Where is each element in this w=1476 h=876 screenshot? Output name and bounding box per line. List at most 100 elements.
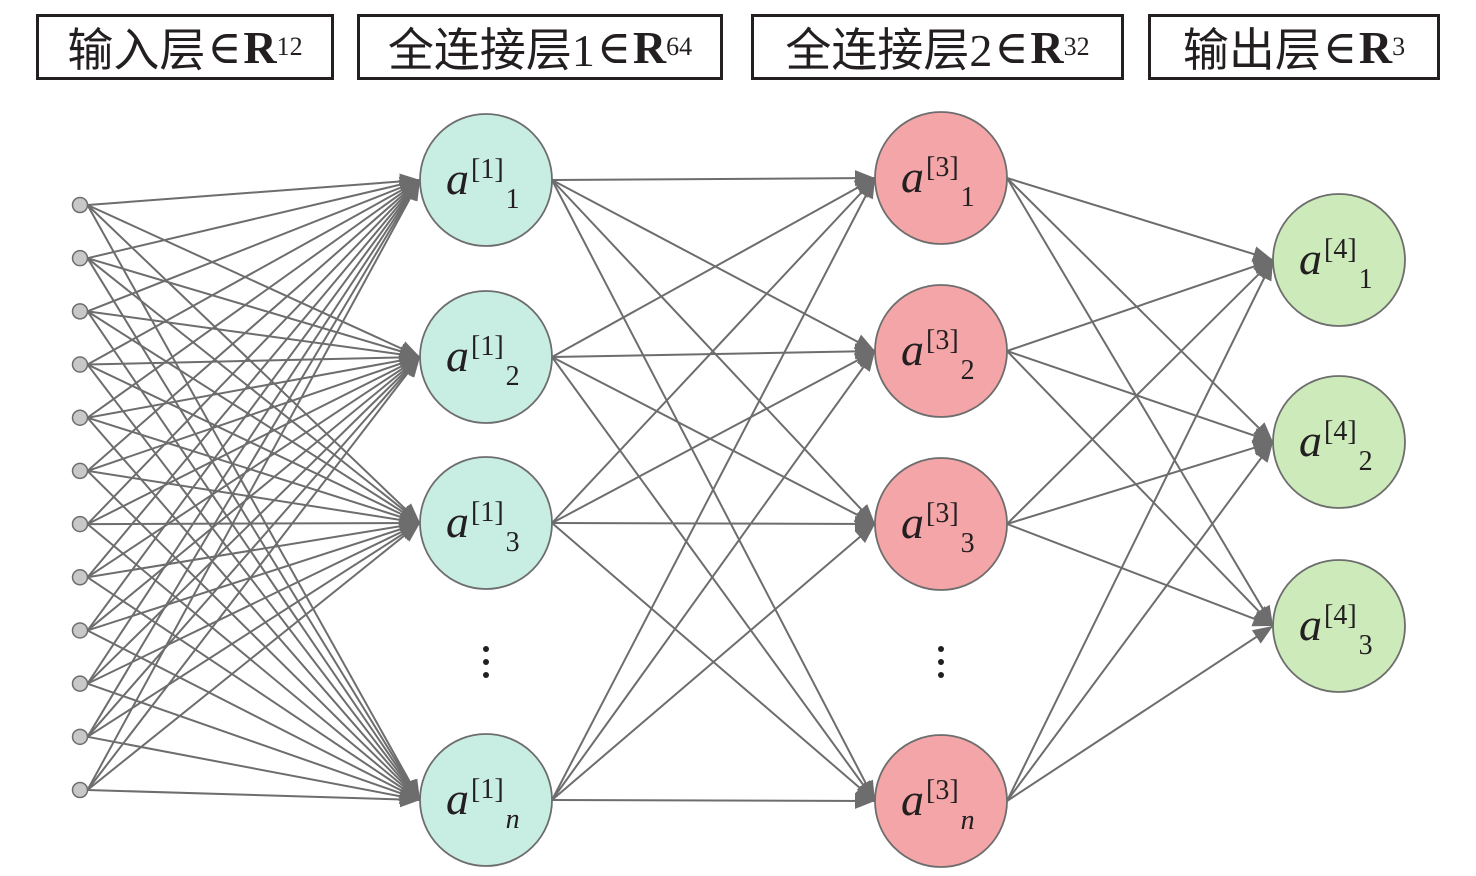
edge-h1-n-to-h2-3	[551, 523, 876, 801]
hidden2-node-1: a[3]1	[874, 111, 1008, 245]
edge-input-1-to-h1-1	[87, 173, 421, 206]
edge-h1-3-to-h2-3	[551, 515, 876, 532]
edge-h1-3-to-h2-2	[551, 350, 876, 524]
edge-input-12-to-h1-1	[86, 179, 421, 791]
input-node-4	[71, 356, 89, 373]
edge-h2-1-to-out-2	[1006, 177, 1274, 443]
edge-input-9-to-h1-n	[87, 629, 421, 801]
hidden1-node-n: a[1]n	[419, 733, 553, 867]
hidden1-ellipsis	[483, 646, 489, 678]
hidden1-node-1-label: a[1]1	[446, 153, 520, 215]
edges-group	[86, 170, 1274, 809]
edge-h1-3-to-h2-1	[551, 177, 876, 524]
input-node-6	[71, 462, 89, 480]
edge-input-10-to-h1-n	[87, 682, 421, 801]
edge-input-9-to-h1-2	[86, 356, 421, 632]
hidden2-node-1-label: a[3]1	[901, 151, 975, 213]
edge-input-5-to-h1-3	[87, 416, 421, 525]
layer-header-output: 输出层 ∈ R 3	[1148, 14, 1440, 80]
edge-input-10-to-h1-3	[87, 522, 421, 685]
edge-input-5-to-h1-2	[87, 352, 421, 419]
edge-input-8-to-h1-2	[86, 356, 421, 579]
edge-h2-2-to-out-3	[1006, 350, 1274, 627]
edge-input-9-to-h1-1	[86, 179, 421, 632]
edge-h1-n-to-h2-n	[551, 792, 876, 809]
edge-input-10-to-h1-2	[86, 356, 421, 685]
edge-h1-2-to-h2-1	[551, 177, 876, 358]
element-of-symbol: ∈	[596, 22, 631, 73]
hidden1-node-1: a[1]1	[419, 113, 553, 247]
input-node-1	[71, 196, 89, 214]
hidden2-node-3-label: a[3]3	[901, 497, 975, 559]
edge-h2-2-to-out-2	[1006, 350, 1274, 444]
edge-input-3-to-h1-2	[87, 310, 421, 363]
edge-input-6-to-h1-n	[86, 470, 421, 801]
edge-input-3-to-h1-n	[86, 310, 421, 801]
hidden2-node-1-circle	[874, 111, 1008, 245]
hidden1-node-3: a[1]3	[419, 456, 553, 590]
output-node-1: a[4]1	[1272, 193, 1406, 327]
edge-input-11-to-h1-1	[86, 179, 421, 738]
output-node-2-label: a[4]2	[1299, 415, 1373, 477]
hidden2-node-n: a[3]n	[874, 734, 1008, 868]
edge-input-8-to-h1-n	[86, 576, 421, 801]
edge-input-6-to-h1-3	[87, 469, 421, 528]
edge-input-11-to-h1-2	[86, 356, 421, 738]
edge-input-7-to-h1-2	[87, 356, 421, 525]
edge-input-7-to-h1-3	[87, 515, 421, 532]
edge-h2-2-to-out-1	[1006, 258, 1274, 352]
output-node-3-circle	[1272, 559, 1406, 693]
edge-input-7-to-h1-1	[86, 179, 421, 525]
output-node-2-circle	[1272, 375, 1406, 509]
hidden1-node-2-circle	[419, 290, 553, 424]
input-node-12	[71, 781, 89, 799]
edge-input-9-to-h1-3	[87, 521, 421, 632]
edge-h2-3-to-out-3	[1006, 523, 1274, 627]
edge-h1-2-to-h2-3	[551, 356, 876, 525]
edge-h1-2-to-h2-n	[551, 356, 876, 802]
edge-input-8-to-h1-3	[87, 518, 421, 579]
hidden2-ellipsis	[938, 646, 944, 678]
hidden1-node-2: a[1]2	[419, 290, 553, 424]
edge-input-6-to-h1-1	[86, 179, 421, 472]
edge-h2-n-to-out-2	[1006, 441, 1274, 802]
edge-input-4-to-h1-3	[87, 363, 421, 524]
nodes-group: a[1]1 a[1]2 a[1]3 a[1]n a[3]1 a[3]2 a[3]3 a[3]n…	[71, 111, 1406, 868]
real-space-symbol: R	[1030, 21, 1064, 73]
hidden2-node-2-label: a[3]2	[901, 324, 975, 386]
hidden1-node-3-label: a[1]3	[446, 496, 520, 558]
edge-input-2-to-h1-1	[87, 176, 421, 260]
hidden2-node-2-circle	[874, 284, 1008, 418]
hidden1-node-1-circle	[419, 113, 553, 247]
output-node-3: a[4]3	[1272, 559, 1406, 693]
edge-input-2-to-h1-n	[86, 257, 421, 801]
edge-input-12-to-h1-n	[87, 789, 421, 808]
edge-input-4-to-h1-1	[87, 179, 421, 366]
hidden1-node-3-circle	[419, 456, 553, 590]
hidden2-node-3: a[3]3	[874, 457, 1008, 591]
edge-input-11-to-h1-3	[86, 522, 421, 738]
edge-input-8-to-h1-1	[86, 179, 421, 578]
output-node-1-circle	[1272, 193, 1406, 327]
edge-h2-1-to-out-3	[1006, 177, 1274, 627]
real-space-symbol: R	[243, 21, 277, 73]
edge-input-1-to-h1-2	[87, 204, 421, 358]
hidden1-node-n-label: a[1]n	[446, 773, 520, 835]
output-node-1-label: a[4]1	[1299, 233, 1373, 295]
layer-header-fc1: 全连接层1 ∈ R 64	[357, 14, 723, 80]
hidden1-node-n-circle	[419, 733, 553, 867]
edge-h2-n-to-out-1	[1006, 259, 1274, 802]
hidden1-node-2-label: a[1]2	[446, 330, 520, 392]
edge-input-11-to-h1-n	[87, 735, 421, 805]
input-node-9	[71, 622, 89, 639]
edge-h2-3-to-out-1	[1006, 259, 1274, 525]
edge-h2-3-to-out-2	[1006, 440, 1274, 525]
edge-input-6-to-h1-2	[87, 355, 421, 472]
edge-h1-n-to-h2-2	[551, 350, 876, 801]
edge-h1-1-to-h2-2	[551, 179, 876, 352]
edge-input-1-to-h1-n	[86, 204, 421, 801]
layer-header-input: 输入层 ∈ R 12	[36, 14, 334, 80]
real-space-symbol: R	[632, 21, 667, 73]
element-of-symbol: ∈	[1322, 22, 1357, 73]
element-of-symbol: ∈	[994, 22, 1029, 73]
